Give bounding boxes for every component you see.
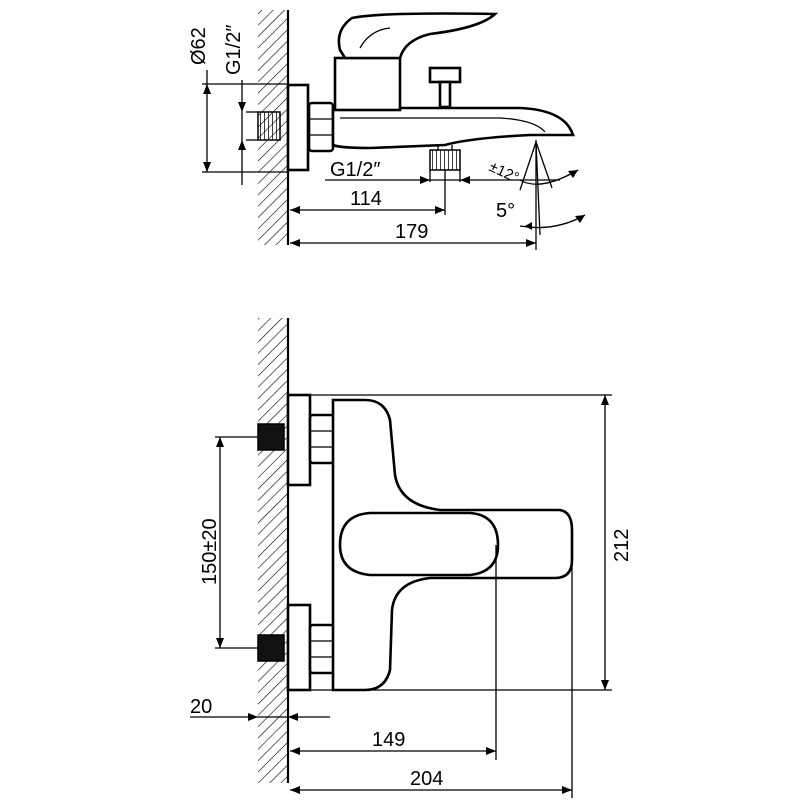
wall-hatch-front (258, 318, 288, 783)
inlet-lower-front (257, 634, 285, 662)
flange-top (286, 83, 310, 172)
nut-top (307, 101, 335, 153)
lever-front (338, 511, 500, 577)
dim-179: 179 (395, 221, 428, 243)
top-view: Ø62 G1/2″ G1/2″ 114 179 ± (188, 10, 586, 250)
dim-angle-12: ±12° (486, 158, 521, 186)
nut-lower-front (308, 623, 336, 675)
dim-angle-5: 5° (496, 200, 515, 222)
diverter-knob-top (428, 66, 462, 84)
mixer-body-top (331, 106, 575, 150)
dim-149: 149 (372, 729, 405, 751)
dim-diameter: Ø62 (188, 27, 210, 65)
nut-upper-front (308, 413, 336, 465)
inlet-thread-top (257, 111, 281, 141)
dim-204: 204 (410, 768, 443, 790)
flange-lower-front (286, 603, 312, 692)
hose-outlet-top (429, 149, 461, 171)
dim-thread-bottom: G1/2″ (330, 159, 380, 181)
front-view: 212 150±20 20 149 204 (190, 318, 633, 798)
dim-150: 150±20 (199, 518, 221, 585)
dim-thread-left: G1/2″ (223, 25, 245, 75)
flange-upper-front (286, 393, 312, 487)
dim-212: 212 (611, 529, 633, 562)
inlet-upper-front (257, 423, 285, 451)
lever-top (337, 12, 499, 60)
cartridge-top (333, 56, 402, 112)
dim-20: 20 (190, 696, 212, 718)
dim-114: 114 (350, 188, 382, 210)
